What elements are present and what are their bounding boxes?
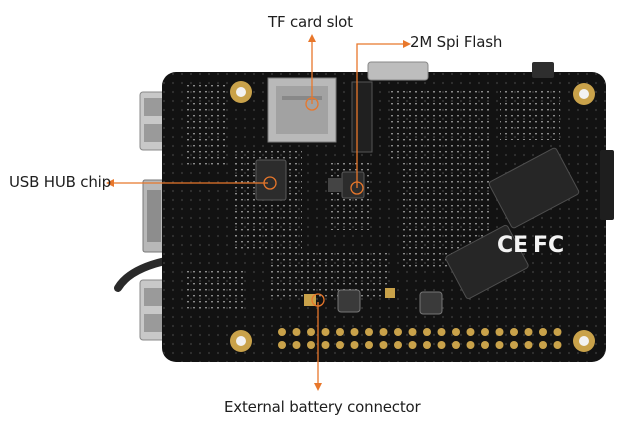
gpio-pin (437, 328, 446, 336)
gpio-pin (423, 341, 431, 349)
tf-card-slot (267, 77, 337, 143)
gpio-pin (452, 328, 460, 336)
gpio-pin (466, 328, 475, 336)
battery-connector-label: External battery connector (224, 398, 421, 416)
gpio-pin (321, 341, 330, 349)
callout-leaders (112, 40, 405, 385)
gpio-pin (524, 341, 533, 349)
gpio-pin (437, 341, 446, 349)
certification-marks: CE FC (497, 233, 564, 258)
battery-target-ring (311, 293, 325, 307)
tf-card-slot-label: TF card slot (268, 13, 353, 31)
gpio-pin (321, 328, 330, 336)
gpio-pin (365, 328, 373, 336)
tf-target-ring (305, 97, 319, 111)
gpio-pin (524, 328, 533, 336)
component-clusters (186, 85, 560, 310)
flash-target-ring (350, 181, 364, 195)
gpio-pin (350, 341, 359, 349)
gpio-pin (408, 341, 417, 349)
gpio-pin (278, 328, 286, 336)
gpio-pin (539, 328, 547, 336)
usb-hub-chip-label: USB HUB chip (9, 173, 111, 191)
ce-mark: CE (497, 233, 528, 258)
spi-flash-label: 2M Spi Flash (410, 33, 503, 51)
gpio-pin (481, 341, 489, 349)
fc-mark: FC (533, 233, 564, 258)
usb-target-ring (263, 176, 277, 190)
gpio-pin (307, 341, 315, 349)
gpio-pin (408, 328, 417, 336)
gpio-pin (481, 328, 489, 336)
gpio-pin (379, 341, 388, 349)
tf-arrowhead (308, 34, 316, 42)
gpio-pin (292, 328, 301, 336)
flash-arrowhead (403, 40, 411, 48)
gpio-pin (394, 341, 402, 349)
gpio-pin (394, 328, 402, 336)
gpio-pin (495, 328, 504, 336)
gpio-pin (539, 341, 547, 349)
gpio-pin (495, 341, 504, 349)
flash-leader-line (356, 43, 405, 188)
gpio-header (278, 328, 562, 349)
battery-arrowhead (314, 383, 322, 391)
gpio-pin (553, 328, 562, 336)
gpio-pin (553, 341, 562, 349)
gpio-pin (423, 328, 431, 336)
gpio-pin (278, 341, 286, 349)
gpio-pin (336, 341, 344, 349)
gpio-pin (292, 341, 301, 349)
usb-arrowhead (106, 179, 114, 187)
gpio-pin (350, 328, 359, 336)
gpio-pin (452, 341, 460, 349)
gpio-pin (510, 341, 518, 349)
gpio-pin (365, 341, 373, 349)
gpio-pin (307, 328, 315, 336)
gpio-pin (336, 328, 344, 336)
gpio-pin (510, 328, 518, 336)
gpio-pin (379, 328, 388, 336)
gpio-pin (466, 341, 475, 349)
callout-arrowheads (106, 34, 411, 391)
mounting-holes (230, 81, 595, 352)
